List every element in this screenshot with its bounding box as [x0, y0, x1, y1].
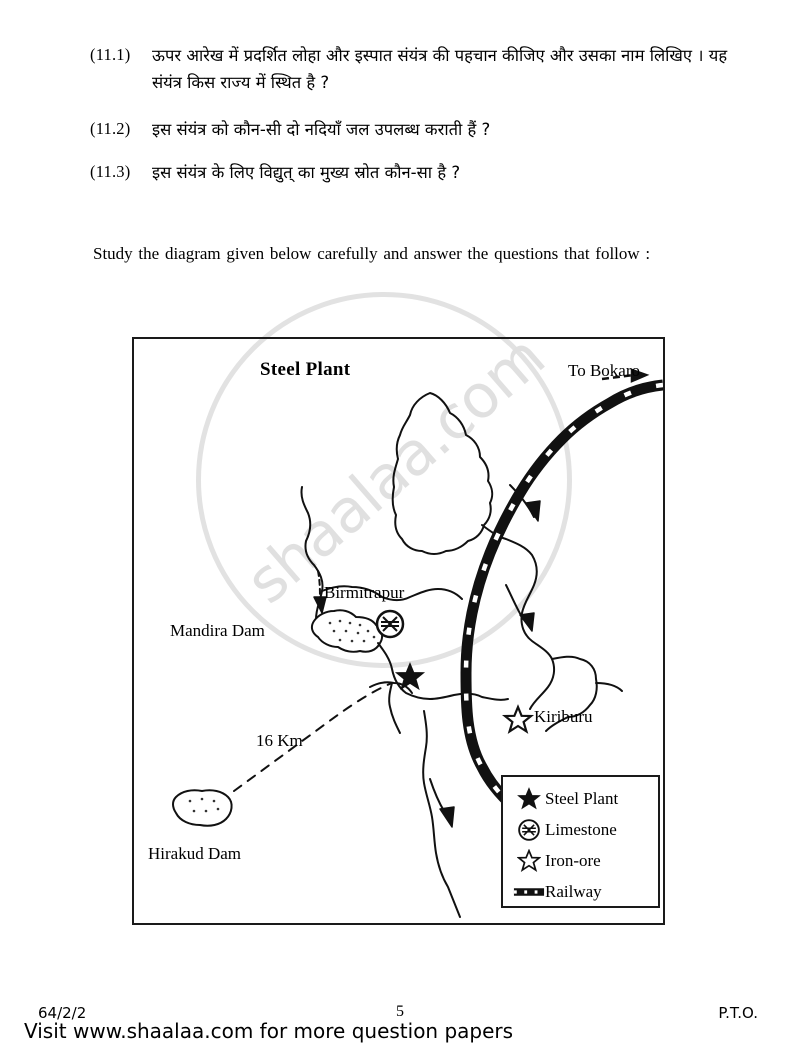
railway-line [460, 379, 663, 844]
question-number: (11.3) [90, 162, 131, 181]
map-label-distance: 16 Km [256, 731, 303, 750]
question-text: इस संयंत्र को कौन-सी दो नदियाँ जल उपलब्ध… [152, 120, 491, 139]
map-label-kiriburu: Kiriburu [534, 707, 593, 726]
question-number: (11.1) [90, 45, 131, 64]
map-diagram: Steel Plant To Bokaro Birmitrapur Mandir… [132, 337, 665, 925]
map-drawing [172, 368, 663, 918]
question-number: (11.2) [90, 119, 131, 138]
limestone-marker [375, 609, 405, 639]
legend-label: Steel Plant [545, 789, 619, 808]
question-text: इस संयंत्र के लिए विद्युत् का मुख्य स्रो… [152, 163, 461, 182]
paper-code: 64/2/2 [38, 1004, 87, 1022]
legend-item-limestone: Limestone [503, 814, 658, 845]
reservoir-stipple [188, 619, 376, 813]
legend-item-railway: Railway [503, 876, 658, 907]
limestone-icon [513, 818, 545, 842]
question-item: (11.2) इस संयंत्र को कौन-सी दो नदियाँ जल… [90, 116, 730, 143]
page-number: 5 [396, 1003, 404, 1020]
legend-label: Iron-ore [545, 851, 601, 870]
map-label-birmitrapur: Birmitrapur [324, 583, 405, 602]
instruction-paragraph: Study the diagram given below carefully … [93, 244, 651, 263]
railway-line-icon [513, 884, 545, 900]
iron-ore-marker [501, 704, 535, 734]
question-text: ऊपर आरेख में प्रदर्शित लोहा और इस्पात सं… [152, 46, 728, 92]
map-label-to-bokaro: To Bokaro [568, 361, 640, 380]
map-label-hirakud-dam: Hirakud Dam [148, 844, 242, 863]
pto-label: P.T.O. [718, 1004, 758, 1022]
to-bokaro-arrow [601, 368, 650, 383]
legend-label: Limestone [545, 820, 617, 839]
question-list: (11.1) ऊपर आरेख में प्रदर्शित लोहा और इस… [90, 42, 730, 186]
promo-text: Visit www.shaalaa.com for more question … [24, 1019, 514, 1043]
map-title: Steel Plant [260, 359, 351, 380]
legend-item-iron-ore: Iron-ore [503, 845, 658, 876]
legend-label: Railway [545, 882, 602, 901]
steel-plant-marker [394, 662, 426, 691]
filled-star-icon [513, 786, 545, 811]
map-legend: Steel Plant Limestone Iron-ore [501, 775, 660, 908]
question-item: (11.3) इस संयंत्र के लिए विद्युत् का मुख… [90, 159, 730, 186]
question-item: (11.1) ऊपर आरेख में प्रदर्शित लोहा और इस… [90, 42, 730, 96]
hollow-star-icon [513, 848, 545, 873]
map-label-mandira-dam: Mandira Dam [170, 621, 265, 640]
legend-item-steel-plant: Steel Plant [503, 783, 658, 814]
